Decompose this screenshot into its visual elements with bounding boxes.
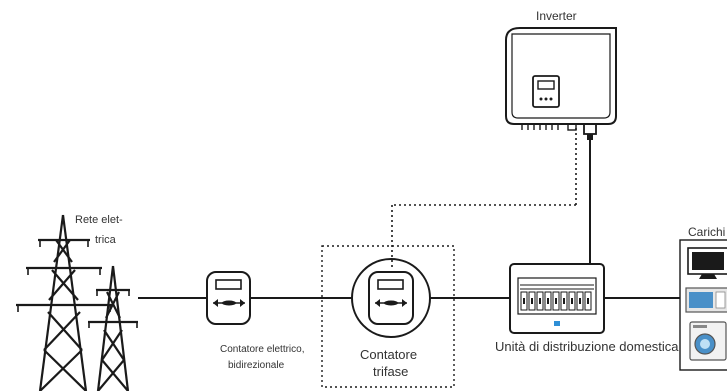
- loads-label: Carichi: [688, 225, 725, 239]
- bidirectional-meter-icon: [206, 271, 251, 325]
- breaker-panel-icon: [509, 263, 605, 334]
- ac-power-line: [138, 140, 680, 299]
- washing-machine-icon: [689, 321, 727, 361]
- household-appliances-icon: [679, 239, 727, 371]
- communication-line: [391, 128, 577, 268]
- three-phase-meter-enclosure: [321, 245, 455, 388]
- meter-label-line1: Contatore elettrico,: [220, 344, 305, 355]
- meter-label-line2: bidirezionale: [228, 360, 285, 371]
- grid-label-line1: Rete elet-: [75, 214, 123, 226]
- three-phase-label-line2: trifase: [373, 364, 408, 379]
- power-tower-icon: [16, 214, 138, 391]
- grid-label-line2: trica: [95, 234, 117, 246]
- distribution-label: Unità di distribuzione domestica: [495, 339, 679, 354]
- three-phase-label-line1: Contatore: [360, 347, 417, 362]
- inverter-icon: [505, 27, 617, 140]
- inverter-label: Inverter: [536, 9, 577, 23]
- microwave-icon: [685, 287, 727, 313]
- three-phase-meter-icon: [351, 258, 431, 338]
